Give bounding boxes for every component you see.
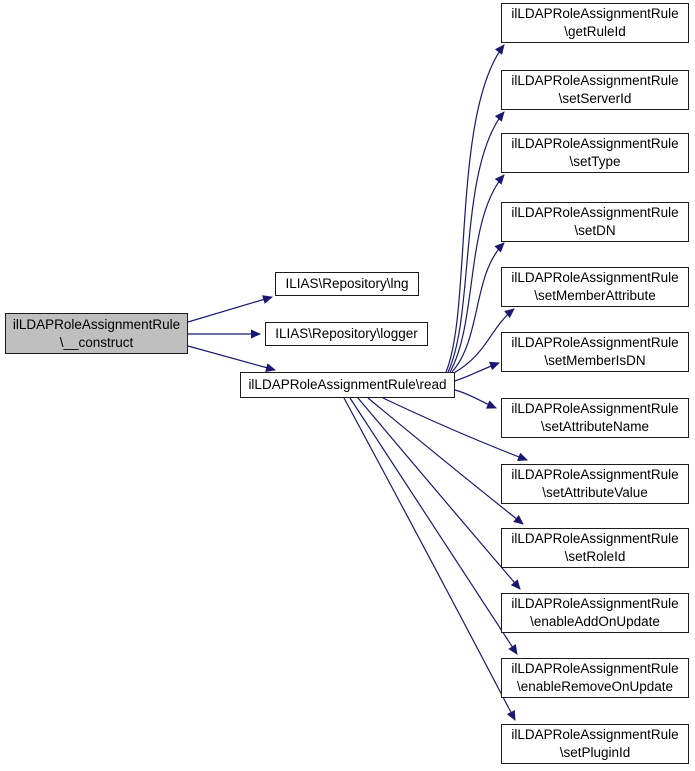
node-label-line1: ilLDAPRoleAssignmentRule: [511, 401, 679, 416]
node-label-line1: ilLDAPRoleAssignmentRule: [511, 270, 679, 285]
edge-read-to-getruleid: [445, 44, 505, 373]
node-label-line1: ilLDAPRoleAssignmentRule: [511, 727, 679, 742]
node-set-type[interactable]: ilLDAPRoleAssignmentRule \setType: [501, 133, 689, 173]
node-label-line2: \__construct: [59, 334, 134, 350]
edge-read-to-setpluginid: [343, 397, 516, 721]
node-label-line1: ilLDAPRoleAssignmentRule: [511, 531, 679, 546]
node-label-line1: ilLDAPRoleAssignmentRule: [511, 205, 679, 220]
edge-read-to-setroleid: [367, 397, 524, 525]
node-label-line1: ilLDAPRoleAssignmentRule: [511, 73, 679, 88]
node-label-line2: \setDN: [574, 223, 616, 238]
node-enable-add-on-update[interactable]: ilLDAPRoleAssignmentRule \enableAddOnUpd…: [501, 593, 689, 633]
node-label-line2: \enableRemoveOnUpdate: [516, 679, 674, 694]
node-set-member-attribute[interactable]: ilLDAPRoleAssignmentRule \setMemberAttri…: [501, 267, 689, 307]
node-label-line1: ilLDAPRoleAssignmentRule: [12, 316, 181, 332]
node-label: ILIAS\Repository\lng: [285, 276, 409, 291]
node-label-line1: ilLDAPRoleAssignmentRule: [511, 6, 679, 21]
node-get-rule-id[interactable]: ilLDAPRoleAssignmentRule \getRuleId: [501, 3, 689, 43]
node-set-role-id[interactable]: ilLDAPRoleAssignmentRule \setRoleId: [501, 528, 689, 568]
node-label-line1: ilLDAPRoleAssignmentRule: [511, 661, 679, 676]
node-label-line2: \setRoleId: [564, 549, 626, 564]
node-logger[interactable]: ILIAS\Repository\logger: [265, 322, 428, 346]
edge-read-to-setdn: [451, 242, 505, 373]
edge-read-to-setmemberisdn: [454, 361, 500, 382]
node-enable-remove-on-update[interactable]: ilLDAPRoleAssignmentRule \enableRemoveOn…: [501, 658, 689, 698]
node-label-line1: ilLDAPRoleAssignmentRule: [511, 467, 679, 482]
edge-read-to-enableaddonupdate: [357, 397, 521, 590]
node-label: ILIAS\Repository\logger: [275, 326, 418, 341]
node-label: ilLDAPRoleAssignmentRule\read: [248, 377, 447, 392]
node-set-attribute-value[interactable]: ilLDAPRoleAssignmentRule \setAttributeVa…: [501, 464, 689, 504]
node-label-line2: \setServerId: [558, 91, 632, 106]
edge-read-to-enableremoveonupdate: [349, 397, 518, 655]
edge-read-to-settype: [449, 174, 505, 373]
node-lng[interactable]: ILIAS\Repository\lng: [275, 272, 419, 296]
node-set-attribute-name[interactable]: ilLDAPRoleAssignmentRule \setAttributeNa…: [501, 398, 689, 438]
node-label-line1: ilLDAPRoleAssignmentRule: [511, 596, 679, 611]
edge-read-to-setserverid: [447, 111, 505, 373]
node-set-dn[interactable]: ilLDAPRoleAssignmentRule \setDN: [501, 202, 689, 242]
node-set-server-id[interactable]: ilLDAPRoleAssignmentRule \setServerId: [501, 70, 689, 110]
edge-construct-to-read: [187, 345, 276, 372]
node-label-line2: \enableAddOnUpdate: [530, 614, 660, 629]
node-read[interactable]: ilLDAPRoleAssignmentRule\read: [240, 372, 455, 398]
edge-read-to-setattributevalue: [382, 397, 528, 461]
node-label-line2: \setAttributeValue: [542, 485, 648, 500]
node-label-line1: ilLDAPRoleAssignmentRule: [511, 136, 679, 151]
edge-read-to-setmemberattribute: [453, 308, 515, 374]
node-label-line1: ilLDAPRoleAssignmentRule: [511, 335, 679, 350]
node-construct[interactable]: ilLDAPRoleAssignmentRule \__construct: [5, 313, 188, 354]
node-label-line2: \setType: [569, 154, 621, 169]
node-label-line2: \setAttributeName: [540, 419, 650, 434]
edge-construct-to-lng: [187, 295, 273, 323]
edge-read-to-setattributename: [454, 389, 497, 409]
node-set-member-is-dn[interactable]: ilLDAPRoleAssignmentRule \setMemberIsDN: [501, 332, 689, 372]
node-label-line2: \getRuleId: [564, 24, 626, 39]
node-set-plugin-id[interactable]: ilLDAPRoleAssignmentRule \setPluginId: [501, 724, 689, 764]
node-label-line2: \setPluginId: [559, 745, 631, 760]
node-label-line2: \setMemberAttribute: [534, 288, 656, 303]
node-label-line2: \setMemberIsDN: [544, 353, 646, 368]
